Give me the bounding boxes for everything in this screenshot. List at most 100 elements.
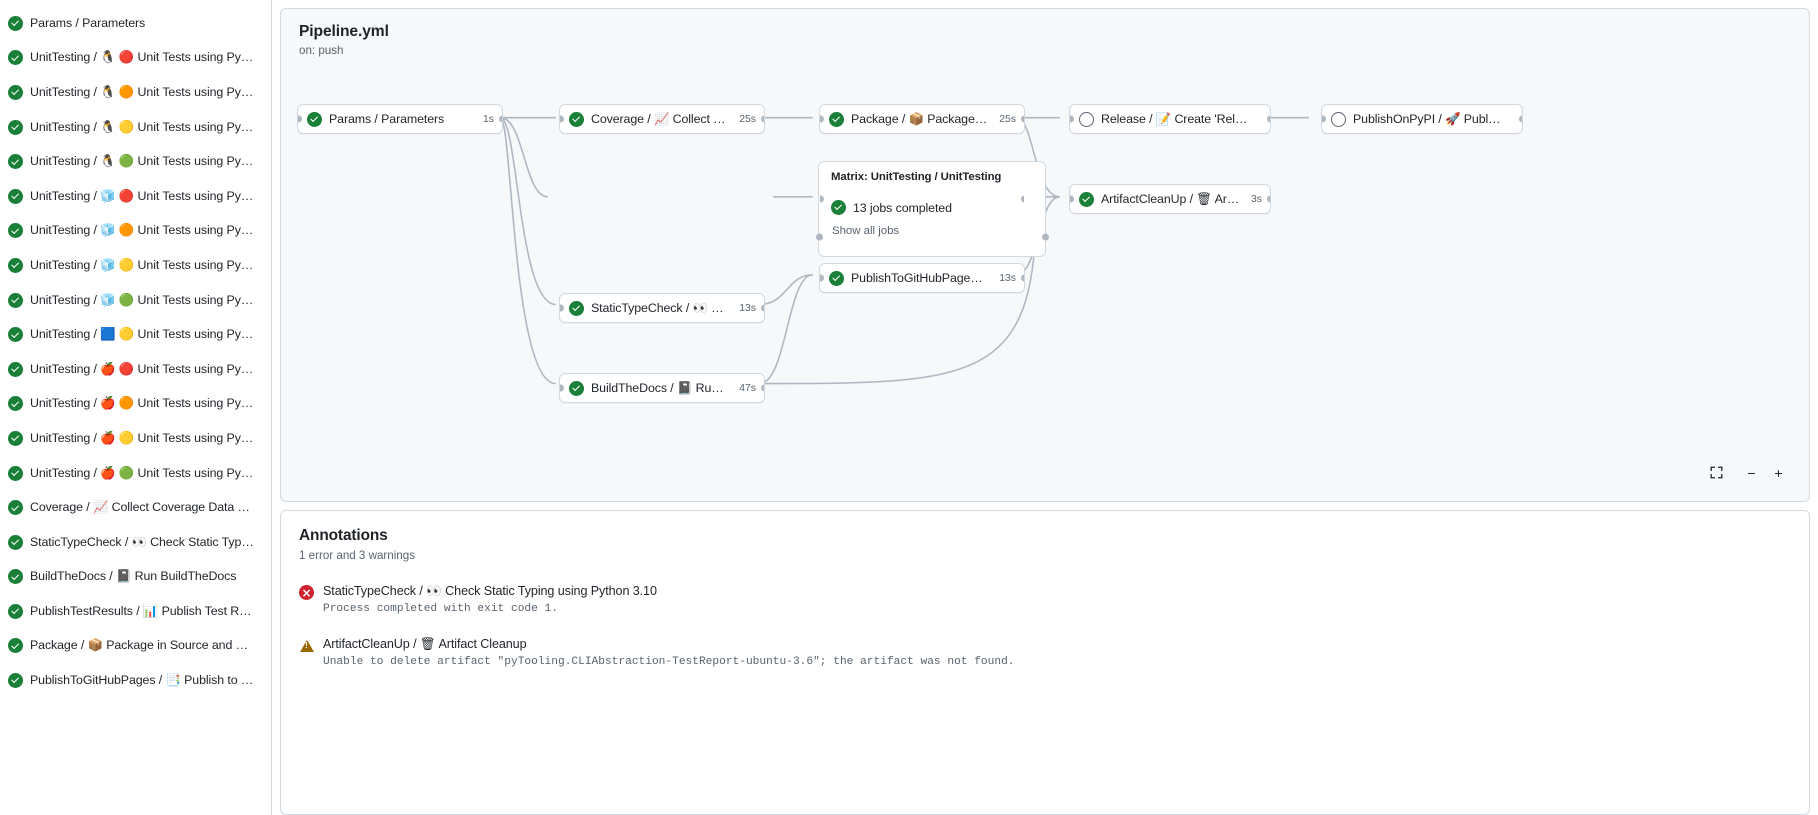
neutral-icon: [1331, 111, 1346, 127]
success-icon: [307, 111, 322, 127]
sidebar-job-item[interactable]: PublishTestResults / 📊 Publish Test Resu…: [0, 594, 271, 629]
graph-node-coverage[interactable]: Coverage / 📈 Collect Cove…25s: [559, 104, 765, 134]
matrix-group-unittesting[interactable]: Matrix: UnitTesting / UnitTesting 13 job…: [815, 161, 1049, 257]
graph-node-release[interactable]: Release / 📝 Create 'Release P…: [1069, 104, 1271, 134]
warn-icon: [299, 638, 314, 653]
sidebar-job-item[interactable]: BuildTheDocs / 📓 Run BuildTheDocs: [0, 560, 271, 595]
sidebar-job-label: PublishToGitHubPages / 📑 Publish to G…: [30, 673, 254, 688]
node-input-port: [1322, 115, 1326, 123]
sidebar-job-label: UnitTesting / 🧊 🟡 Unit Tests using Pyth…: [30, 257, 254, 272]
zoom-in-button[interactable]: +: [1774, 464, 1783, 481]
zoom-buttons[interactable]: − +: [1739, 460, 1791, 485]
sidebar-job-item[interactable]: UnitTesting / 🧊 🔴 Unit Tests using Pyth…: [0, 179, 271, 214]
sidebar-job-label: UnitTesting / 🐧 🟡 Unit Tests using Pyth…: [30, 119, 254, 134]
sidebar-job-item[interactable]: UnitTesting / 🟦 🟡 Unit Tests using Pyth…: [0, 317, 271, 352]
annotation-item[interactable]: StaticTypeCheck / 👀 Check Static Typing …: [299, 584, 1791, 615]
sidebar-job-item[interactable]: StaticTypeCheck / 👀 Check Static Typing…: [0, 525, 271, 560]
sidebar-job-label: UnitTesting / 🐧 🟢 Unit Tests using Pyth…: [30, 154, 254, 169]
graph-node-label: PublishToGitHubPages / 📑 …: [851, 270, 988, 285]
success-icon: [8, 569, 23, 585]
annotations-summary: 1 error and 3 warnings: [299, 549, 415, 562]
main-content: Pipeline.yml on: push: [272, 0, 1818, 815]
graph-node-artifact[interactable]: ArtifactCleanUp / 🗑 Artifac…3s: [1069, 184, 1271, 214]
node-output-port: [760, 115, 764, 123]
sidebar-job-item[interactable]: UnitTesting / 🧊 🟠 Unit Tests using Pyth…: [0, 214, 271, 249]
sidebar-job-label: UnitTesting / 🧊 🟠 Unit Tests using Pyth…: [30, 223, 254, 238]
node-output-port: [1518, 115, 1522, 123]
sidebar-job-item[interactable]: PublishToGitHubPages / 📑 Publish to G…: [0, 663, 271, 698]
page-title: Pipeline.yml: [299, 23, 389, 40]
graph-node-label: Package / 📦 Package in So…: [851, 111, 988, 126]
annotations-card: Annotations 1 error and 3 warnings Stati…: [280, 510, 1810, 815]
sidebar-job-label: BuildTheDocs / 📓 Run BuildTheDocs: [30, 569, 237, 584]
sidebar-job-item[interactable]: Params / Parameters: [0, 6, 271, 41]
success-icon: [8, 465, 23, 481]
node-output-port: [1266, 195, 1270, 203]
sidebar-job-item[interactable]: UnitTesting / 🐧 🟡 Unit Tests using Pyth…: [0, 110, 271, 145]
workflow-graph-card[interactable]: Pipeline.yml on: push: [280, 8, 1810, 502]
graph-node-builddocs[interactable]: BuildTheDocs / 📓 Run Buil… 47s: [559, 373, 765, 403]
node-output-port: [760, 304, 764, 312]
annotation-message: Unable to delete artifact "pyTooling.CLI…: [323, 656, 1015, 668]
graph-node-duration: 25s: [739, 113, 756, 125]
sidebar-job-item[interactable]: UnitTesting / 🍎 🟠 Unit Tests using Pyth…: [0, 387, 271, 422]
sidebar-job-item[interactable]: UnitTesting / 🍎 🔴 Unit Tests using Pyth…: [0, 352, 271, 387]
success-icon: [8, 500, 23, 516]
sidebar-job-item[interactable]: UnitTesting / 🐧 🟠 Unit Tests using Pyth…: [0, 75, 271, 110]
graph-node-ghpages[interactable]: PublishToGitHubPages / 📑 …13s: [819, 263, 1025, 293]
annotation-message: Process completed with exit code 1.: [323, 603, 558, 615]
show-all-jobs-link[interactable]: Show all jobs: [832, 225, 900, 237]
workflow-trigger: on: push: [299, 44, 344, 57]
graph-node-label: Params / Parameters: [329, 112, 445, 126]
graph-node-package[interactable]: Package / 📦 Package in So… 25s: [819, 104, 1025, 134]
sidebar-job-item[interactable]: Package / 📦 Package in Source and Wh…: [0, 629, 271, 664]
sidebar-job-label: UnitTesting / 🟦 🟡 Unit Tests using Pyth…: [30, 327, 254, 342]
fit-screen-icon[interactable]: [1704, 460, 1729, 485]
annotation-job-name: ArtifactCleanUp / 🗑 Artifact Cleanup: [323, 637, 527, 651]
sidebar-job-item[interactable]: Coverage / 📈 Collect Coverage Data usi…: [0, 490, 271, 525]
sidebar-job-label: UnitTesting / 🐧 🔴 Unit Tests using Pyth…: [30, 50, 254, 65]
annotation-item[interactable]: ArtifactCleanUp / 🗑 Artifact CleanupUnab…: [299, 637, 1791, 668]
sidebar-job-label: UnitTesting / 🐧 🟠 Unit Tests using Pyth…: [30, 84, 254, 99]
node-output-port: [498, 115, 502, 123]
graph-zoom-controls[interactable]: − +: [1704, 460, 1791, 485]
sidebar-job-item[interactable]: UnitTesting / 🧊 🟡 Unit Tests using Pyth…: [0, 248, 271, 283]
sidebar-job-item[interactable]: UnitTesting / 🐧 🟢 Unit Tests using Pyth…: [0, 144, 271, 179]
success-icon: [8, 603, 23, 619]
success-icon: [8, 430, 23, 446]
sidebar-job-item[interactable]: UnitTesting / 🐧 🔴 Unit Tests using Pyth…: [0, 41, 271, 76]
node-output-port: [760, 384, 764, 392]
success-icon: [569, 111, 584, 127]
graph-node-pypi[interactable]: PublishOnPyPI / 🚀 Publish to …: [1321, 104, 1523, 134]
success-icon: [829, 111, 844, 127]
success-icon: [8, 638, 23, 654]
success-icon: [8, 15, 23, 31]
node-output-port: [1020, 274, 1024, 282]
success-icon: [8, 223, 23, 239]
node-input-port: [1070, 115, 1074, 123]
success-icon: [8, 292, 23, 308]
matrix-summary-row[interactable]: 13 jobs completed: [831, 200, 1033, 215]
graph-node-typecheck[interactable]: StaticTypeCheck / 👀 Chec…13s: [559, 293, 765, 323]
matrix-input-port: [815, 233, 823, 241]
node-output-port: [1266, 115, 1270, 123]
sidebar-job-label: StaticTypeCheck / 👀 Check Static Typing…: [30, 534, 254, 549]
success-icon: [831, 200, 846, 215]
success-icon: [8, 154, 23, 170]
node-input-port: [1070, 195, 1074, 203]
sidebar-job-label: UnitTesting / 🧊 🔴 Unit Tests using Pyth…: [30, 188, 254, 203]
sidebar-job-label: UnitTesting / 🍎 🟠 Unit Tests using Pyth…: [30, 396, 254, 411]
sidebar-job-item[interactable]: UnitTesting / 🧊 🟢 Unit Tests using Pyth…: [0, 283, 271, 318]
graph-node-label: Release / 📝 Create 'Release P…: [1101, 111, 1251, 126]
sidebar-job-item[interactable]: UnitTesting / 🍎 🟡 Unit Tests using Pyth…: [0, 421, 271, 456]
graph-node-duration: 47s: [739, 382, 756, 394]
graph-node-duration: 25s: [999, 113, 1016, 125]
sidebar-job-label: UnitTesting / 🍎 🟡 Unit Tests using Pyth…: [30, 430, 254, 445]
graph-node-label: BuildTheDocs / 📓 Run Buil…: [591, 380, 728, 395]
sidebar-job-item[interactable]: UnitTesting / 🍎 🟢 Unit Tests using Pyth…: [0, 456, 271, 491]
zoom-out-button[interactable]: −: [1747, 464, 1756, 481]
success-icon: [8, 361, 23, 377]
